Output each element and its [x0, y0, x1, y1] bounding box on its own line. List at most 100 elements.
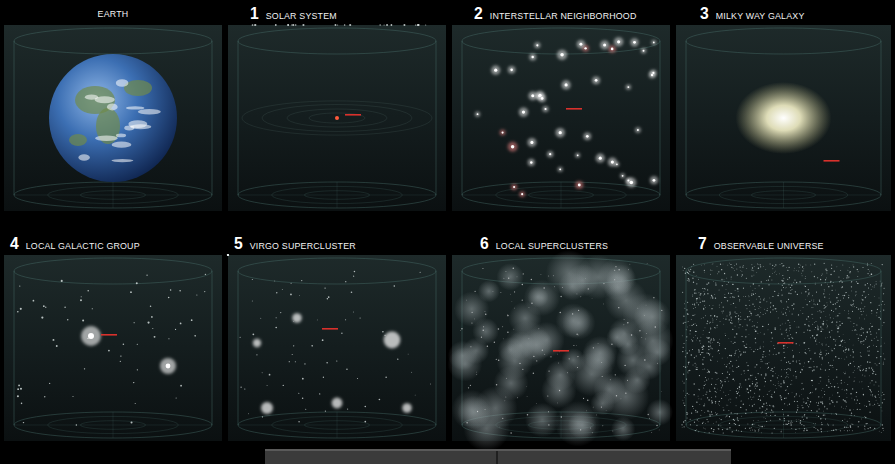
star-glow [620, 173, 625, 178]
star-dot [686, 412, 687, 413]
star-dot [707, 321, 708, 322]
star-dot [700, 294, 701, 295]
supercluster-blob [494, 366, 529, 401]
star-dot [709, 390, 711, 392]
star-dot [844, 400, 845, 401]
star-dot [227, 254, 229, 256]
star-dot [793, 303, 794, 304]
cloud [85, 95, 98, 100]
star-dot [856, 307, 857, 308]
star-dot [859, 334, 861, 336]
star-dot [511, 301, 513, 303]
star-dot [787, 404, 789, 406]
star-dot [295, 361, 296, 362]
star-dot [846, 420, 848, 422]
star-dot [795, 291, 796, 292]
star-dot [814, 427, 815, 428]
star-dot [850, 320, 852, 322]
star-dot [841, 380, 842, 381]
star-dot [572, 313, 573, 314]
star-dot [611, 160, 614, 163]
star-dot [870, 394, 872, 396]
star-dot [531, 94, 534, 97]
star-dot [867, 273, 868, 274]
star-dot [757, 385, 758, 386]
star-dot [700, 398, 702, 400]
star-dot [254, 24, 255, 25]
star-dot [591, 432, 593, 434]
star-dot [698, 421, 700, 423]
star-dot [839, 396, 840, 397]
star-dot [817, 326, 818, 327]
star-dot [556, 353, 558, 355]
star-dot [849, 429, 851, 431]
star-dot [538, 328, 540, 330]
star-dot [474, 291, 475, 292]
star-dot [697, 395, 699, 397]
star-dot [762, 426, 763, 427]
star-dot [774, 385, 776, 387]
star-dot [734, 342, 735, 343]
star-dot [830, 413, 832, 415]
star-dot [227, 254, 229, 256]
star-dot [696, 302, 697, 303]
star-dot [840, 270, 842, 272]
star-dot [227, 254, 228, 255]
star-dot [357, 378, 358, 379]
star-dot [755, 385, 756, 386]
star-dot [559, 131, 562, 134]
star-dot [866, 423, 867, 424]
star-dot [502, 418, 503, 419]
star-dot [880, 345, 882, 347]
star-dot [762, 356, 763, 357]
star-dot [227, 254, 228, 255]
star-dot [227, 254, 228, 255]
star-dot [715, 372, 716, 373]
star-dot [771, 332, 772, 333]
star-dot [227, 254, 229, 256]
star-dot [762, 406, 763, 407]
star-dot [751, 270, 753, 272]
star-dot [530, 141, 533, 144]
star-dot [538, 95, 540, 97]
star-dot [788, 293, 789, 294]
star-dot [847, 430, 848, 431]
star-dot [84, 368, 85, 369]
star-dot [725, 415, 727, 417]
star-dot [625, 392, 626, 393]
star-dot [704, 403, 706, 405]
star-dot [713, 280, 715, 282]
star-dot [694, 289, 695, 290]
star-dot [627, 380, 628, 381]
star-dot [276, 317, 277, 318]
star-dot [227, 254, 229, 256]
star-dot [827, 431, 829, 433]
star-dot [653, 42, 655, 44]
star-dot [868, 386, 869, 387]
star-dot [707, 410, 708, 411]
star-dot [763, 297, 765, 299]
star-dot [531, 56, 533, 58]
star-dot [803, 402, 804, 403]
star-dot [783, 380, 784, 381]
star-dot [61, 280, 63, 282]
star-dot [863, 340, 864, 341]
star-dot [754, 429, 756, 431]
star-dot [732, 284, 733, 285]
star-dot [730, 264, 731, 265]
star-dot [738, 321, 740, 323]
star-dot [745, 336, 746, 337]
star-dot [591, 298, 593, 300]
star-dot [227, 254, 229, 256]
star-dot [718, 350, 719, 351]
star-dot [802, 369, 803, 370]
star-dot [736, 263, 737, 264]
star-dot [707, 289, 708, 290]
star-dot [840, 345, 841, 346]
star-dot [227, 254, 229, 256]
star-dot [857, 271, 859, 273]
star-dot [717, 360, 719, 362]
star-dot [137, 344, 138, 345]
star-dot [33, 300, 35, 302]
star-dot [724, 296, 726, 298]
